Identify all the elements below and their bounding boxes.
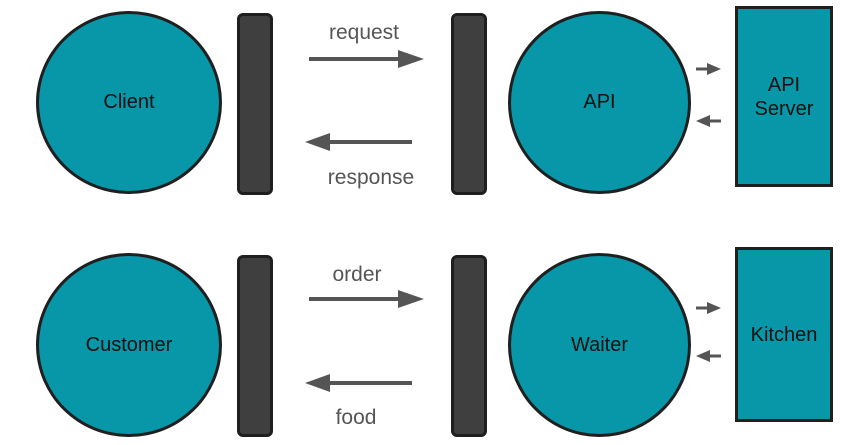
kitchen-box: Kitchen	[735, 247, 833, 422]
response-label: response	[327, 166, 415, 189]
waiter-circle: Waiter	[508, 253, 691, 437]
kitchen-label: Kitchen	[750, 323, 818, 346]
food-label: food	[335, 406, 377, 429]
right-order-bar	[451, 255, 487, 437]
request-label: request	[328, 21, 400, 44]
right-gateway-bar	[451, 13, 487, 195]
customer-circle: Customer	[36, 253, 222, 437]
order-label: order	[332, 263, 382, 286]
client-circle: Client	[36, 11, 222, 194]
kitchen-to-waiter-arrow-head	[696, 350, 710, 362]
api-label: API	[583, 91, 616, 113]
api-server-label: API Server	[754, 73, 814, 120]
waiter-to-kitchen-arrow-head	[707, 302, 721, 314]
left-order-bar	[237, 255, 273, 437]
food-arrow-head	[305, 374, 330, 392]
api-server-box: API Server	[735, 6, 833, 187]
waiter-label: Waiter	[570, 333, 629, 356]
order-arrow-head	[398, 290, 424, 308]
request-arrow-head	[398, 50, 424, 68]
customer-label: Customer	[85, 333, 173, 356]
response-arrow-head	[305, 133, 330, 151]
api-to-server-arrow-head	[707, 63, 721, 75]
api-circle: API	[508, 11, 691, 194]
client-label: Client	[103, 91, 155, 113]
left-gateway-bar	[237, 13, 273, 195]
server-to-api-arrow-head	[696, 115, 710, 127]
